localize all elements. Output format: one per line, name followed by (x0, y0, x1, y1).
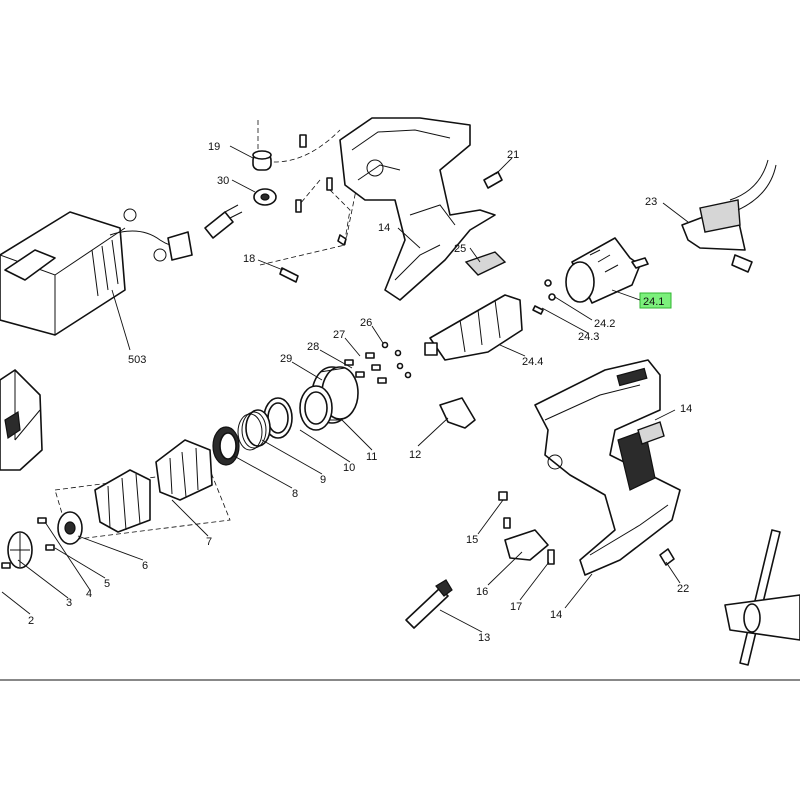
part-19-bushing (252, 150, 272, 171)
part-12-trigger (439, 397, 476, 429)
label-10: 10 (343, 462, 355, 474)
label-2: 2 (28, 615, 34, 627)
part-18-screw (279, 267, 299, 283)
part-7-collar (94, 439, 213, 533)
leader-lines (1, 145, 689, 633)
label-24-2: 24.2 (594, 318, 615, 330)
part-23-switch (681, 159, 777, 273)
screws-top (295, 134, 347, 246)
part-14-housing-top (339, 117, 496, 301)
label-3: 3 (66, 597, 72, 609)
label-30: 30 (217, 175, 229, 187)
label-14-mid: 14 (680, 403, 692, 415)
parts-2-6 (1, 511, 83, 569)
label-26: 26 (360, 317, 372, 329)
label-25: 25 (454, 243, 466, 255)
label-21: 21 (507, 149, 519, 161)
label-27: 27 (333, 329, 345, 341)
label-6: 6 (142, 560, 148, 572)
part-21-bit (483, 171, 503, 189)
part-10-ring (263, 397, 293, 439)
part-503-charger (0, 208, 193, 336)
parts-15-17 (498, 491, 555, 565)
part-labels: 19 30 21 14 25 23 18 503 24.1 24.2 24.3 … (28, 141, 692, 644)
label-17: 17 (510, 601, 522, 613)
label-24-1: 24.1 (643, 296, 664, 308)
battery-pack (0, 369, 43, 471)
label-12: 12 (409, 449, 421, 461)
label-5: 5 (104, 578, 110, 590)
label-24-4: 24.4 (522, 356, 543, 368)
label-29: 29 (280, 353, 292, 365)
pins-26-28 (344, 341, 412, 384)
label-24-1-highlight (639, 292, 672, 309)
part-13-bit-holder (405, 579, 453, 629)
t-handle-tool (724, 529, 800, 666)
part-11-washer (299, 385, 333, 431)
part-22-bit (659, 548, 675, 566)
part-9-spring (237, 409, 271, 451)
label-4: 4 (86, 588, 92, 600)
part-25-button (464, 251, 507, 276)
label-16: 16 (476, 586, 488, 598)
part-8-ring (212, 426, 240, 466)
label-13: 13 (478, 632, 490, 644)
label-18: 18 (243, 253, 255, 265)
label-14-bottom: 14 (550, 609, 562, 621)
label-11: 11 (366, 451, 377, 463)
label-7: 7 (206, 536, 212, 548)
label-8: 8 (292, 488, 298, 500)
label-22: 22 (677, 583, 689, 595)
label-14-top: 14 (378, 222, 390, 234)
part-14-housing-bottom (534, 359, 681, 576)
label-15: 15 (466, 534, 478, 546)
label-23: 23 (645, 196, 657, 208)
label-503: 503 (128, 354, 146, 366)
label-9: 9 (320, 474, 326, 486)
label-28: 28 (307, 341, 319, 353)
part-24-4-gearbox (424, 294, 523, 361)
part-24-1-motor (565, 237, 649, 304)
label-19: 19 (208, 141, 220, 153)
part-30-bearing (253, 188, 277, 206)
power-plug (204, 204, 243, 239)
label-24-3: 24.3 (578, 331, 599, 343)
